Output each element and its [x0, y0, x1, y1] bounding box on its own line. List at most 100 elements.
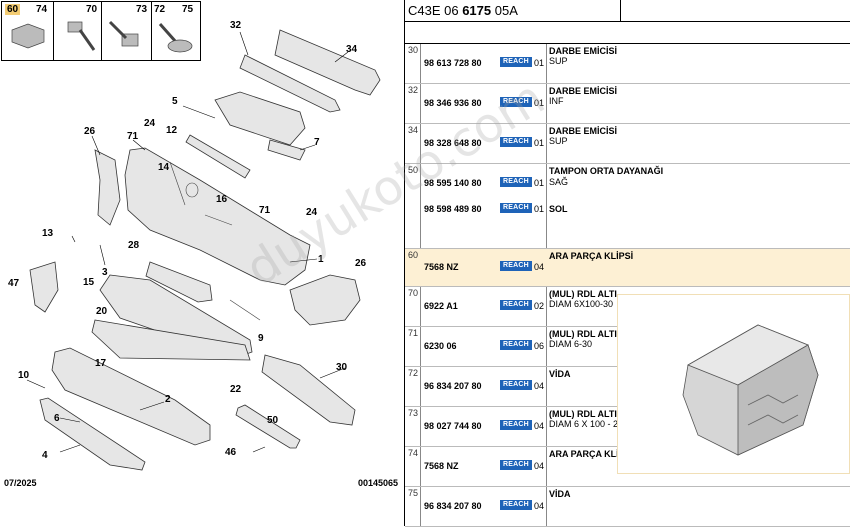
row-part-number[interactable]: 7568 NZ — [424, 262, 459, 272]
callout-1[interactable]: 1 — [318, 254, 324, 265]
table-title-bar: C43E 06 6175 05A — [405, 0, 850, 22]
callout-24[interactable]: 24 — [144, 118, 156, 129]
callout-32[interactable]: 32 — [230, 20, 242, 31]
callout-71[interactable]: 71 — [127, 131, 139, 142]
callout-30[interactable]: 30 — [336, 362, 348, 373]
reach-badge: REACH — [500, 97, 532, 107]
thumb-cell-73[interactable]: 73 — [102, 2, 152, 60]
part-32-shape — [239, 54, 341, 113]
callout-34[interactable]: 34 — [346, 44, 358, 55]
row-quantity: 04 — [534, 381, 545, 391]
callout-7[interactable]: 7 — [314, 137, 320, 148]
thumb-label-60: 60 — [5, 4, 21, 15]
callout-20[interactable]: 20 — [96, 306, 108, 317]
callout-26b[interactable]: 26 — [355, 258, 367, 269]
row-quantity: 04 — [534, 262, 545, 272]
callout-9[interactable]: 9 — [258, 333, 264, 344]
part-22-shape — [229, 299, 261, 321]
callout-15[interactable]: 15 — [83, 277, 95, 288]
part-30-shape — [261, 354, 356, 426]
reach-badge: REACH — [500, 460, 532, 470]
thumb-cell-70[interactable]: 70 — [54, 2, 102, 60]
callout-6[interactable]: 6 — [54, 413, 60, 424]
callout-28[interactable]: 28 — [128, 240, 140, 251]
thumb-cell-72-75[interactable]: 72 75 — [152, 2, 200, 60]
row-ref-number: 72 — [408, 368, 419, 378]
row-part-description: INF — [549, 96, 564, 106]
reach-badge: REACH — [500, 57, 532, 67]
callout-2[interactable]: 2 — [165, 394, 171, 405]
diagram-date: 07/2025 — [4, 478, 37, 488]
row-quantity: 01 — [534, 58, 545, 68]
callout-14[interactable]: 14 — [158, 162, 170, 173]
reach-badge: REACH — [500, 261, 532, 271]
row-part-name: TAMPON ORTA DAYANAĞI — [549, 166, 664, 176]
callout-16[interactable]: 16 — [216, 194, 228, 205]
reach-badge: REACH — [500, 420, 532, 430]
callout-5[interactable]: 5 — [172, 96, 178, 107]
part-26b-shape — [289, 274, 361, 326]
bolt-icon — [67, 21, 96, 51]
row-ref-number: 32 — [408, 85, 419, 95]
row-part-number[interactable]: 98 598 489 80 — [424, 204, 482, 214]
bumper-diagram-drawing — [26, 29, 381, 471]
fastener-thumbnails: 60 74 70 73 72 — [1, 1, 201, 61]
callout-4[interactable]: 4 — [42, 450, 48, 461]
reach-badge: REACH — [500, 203, 532, 213]
callout-10[interactable]: 10 — [18, 370, 30, 381]
row-ref-number: 34 — [408, 125, 419, 135]
row-part-name: (MUL) RDL ALTI — [549, 289, 617, 299]
row-part-description: DIAM 6X100-30 — [549, 299, 614, 309]
part-12-shape — [185, 134, 251, 179]
callout-24b[interactable]: 24 — [306, 207, 318, 218]
screw-icon — [158, 23, 193, 53]
row-part-number[interactable]: 7568 NZ — [424, 461, 459, 471]
row-part-number[interactable]: 96 834 207 80 — [424, 501, 482, 511]
emblem-shape — [185, 182, 199, 198]
row-ref-number: 74 — [408, 448, 419, 458]
callout-47[interactable]: 47 — [8, 278, 20, 289]
row-part-number[interactable]: 98 027 744 80 — [424, 421, 482, 431]
row-part-name: VİDA — [549, 489, 571, 499]
clip-icon — [11, 23, 45, 49]
row-part-number[interactable]: 6922 A1 — [424, 301, 458, 311]
table-subheader — [405, 22, 850, 44]
part-4-shape — [39, 397, 146, 471]
callout-46[interactable]: 46 — [225, 447, 237, 458]
part-1-shape — [124, 147, 311, 286]
callout-26[interactable]: 26 — [84, 126, 96, 137]
row-part-number[interactable]: 98 595 140 80 — [424, 178, 482, 188]
flange-bolt-icon — [108, 20, 139, 47]
row-ref-number: 30 — [408, 45, 419, 55]
callout-50[interactable]: 50 — [267, 415, 279, 426]
callout-13[interactable]: 13 — [42, 228, 54, 239]
thumb-label-73: 73 — [136, 4, 148, 15]
row-quantity: 01 — [534, 98, 545, 108]
row-part-number[interactable]: 98 328 648 80 — [424, 138, 482, 148]
callout-3[interactable]: 3 — [102, 267, 108, 278]
callout-17[interactable]: 17 — [95, 358, 107, 369]
thumb-cell-60-74[interactable]: 60 74 — [2, 2, 54, 60]
callout-22[interactable]: 22 — [230, 384, 242, 395]
row-part-number[interactable]: 98 346 936 80 — [424, 98, 482, 108]
row-part-description: DIAM 6-30 — [549, 339, 593, 349]
row-part-number[interactable]: 6230 06 — [424, 341, 457, 351]
part-9-shape — [91, 319, 251, 361]
row-ref-number: 75 — [408, 488, 419, 498]
callout-71b[interactable]: 71 — [259, 205, 271, 216]
row-ref-number: 70 — [408, 288, 419, 298]
callout-12[interactable]: 12 — [166, 125, 178, 136]
row-part-name: (MUL) RDL ALTI — [549, 409, 617, 419]
row-quantity: 04 — [534, 461, 545, 471]
part-5-shape — [214, 91, 306, 146]
row-part-number[interactable]: 98 613 728 80 — [424, 58, 482, 68]
row-part-name: ARA PARÇA KLİPSİ — [549, 251, 634, 261]
row-part-number[interactable]: 96 834 207 80 — [424, 381, 482, 391]
